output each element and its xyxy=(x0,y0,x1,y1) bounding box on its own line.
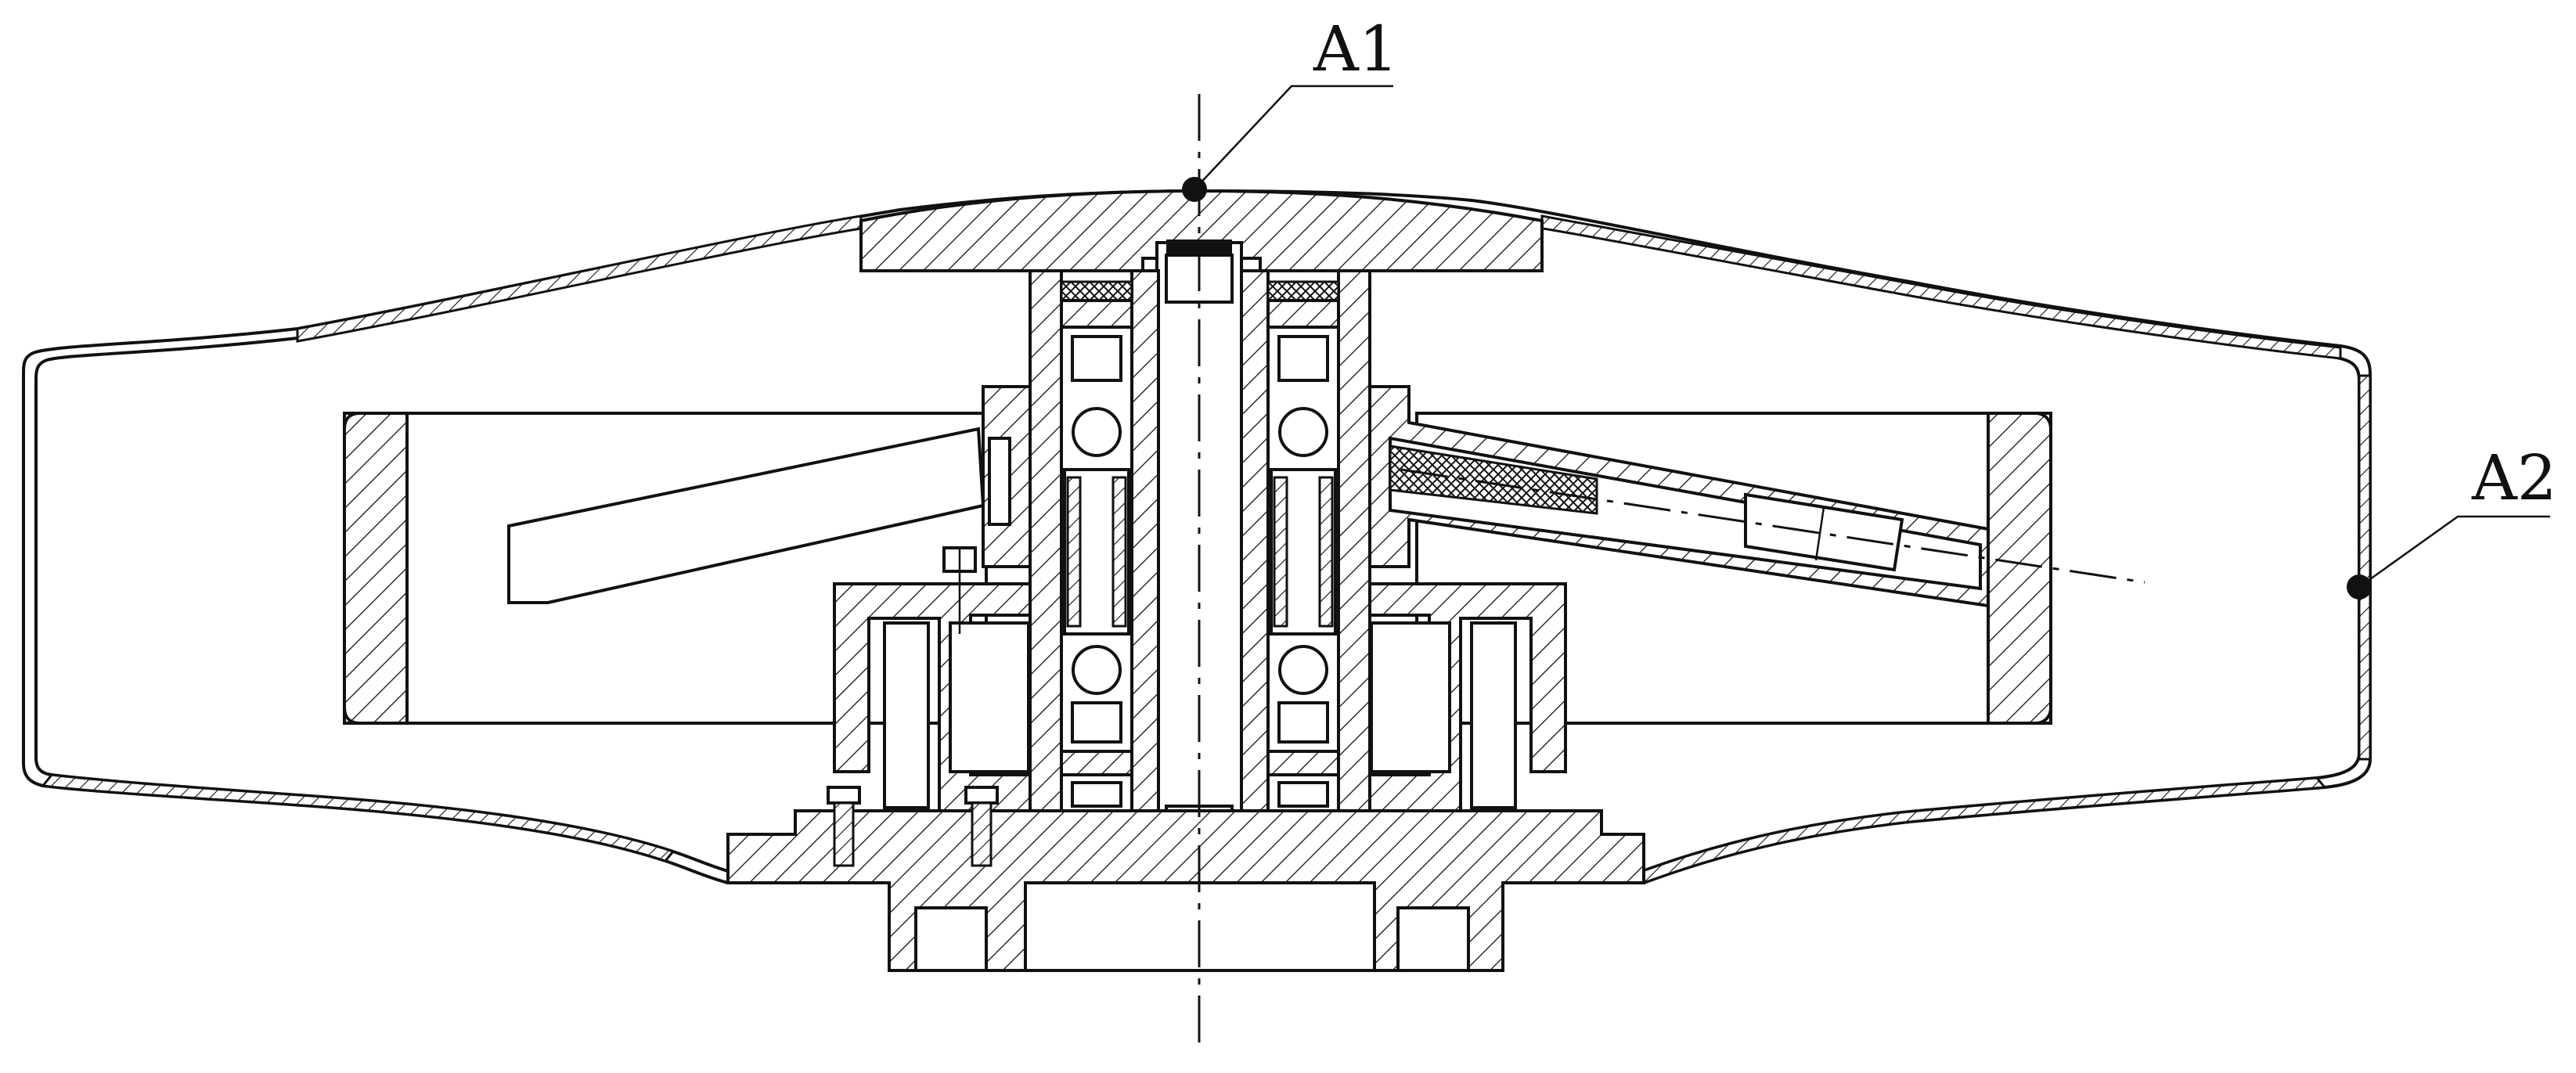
left-bearing-assembly xyxy=(1029,269,1160,812)
callout-a2-leader xyxy=(2358,515,2550,589)
right-bearing-assembly xyxy=(1240,269,1371,812)
callout-a2-label: A2 xyxy=(2471,441,2557,514)
screw-middle xyxy=(964,786,999,867)
screw-left xyxy=(827,786,861,867)
top-hub xyxy=(859,189,1544,272)
lower-housing xyxy=(726,582,1645,972)
callout-a1: A1 xyxy=(1182,13,1399,202)
set-screw xyxy=(942,546,977,634)
callout-a2: A2 xyxy=(2347,441,2557,600)
right-rotor xyxy=(1368,385,2145,725)
outer-housing xyxy=(22,189,2372,884)
left-rotor xyxy=(343,385,1032,725)
callout-a1-label: A1 xyxy=(1313,13,1399,85)
screws xyxy=(827,546,999,867)
callout-a1-leader xyxy=(1194,85,1393,190)
